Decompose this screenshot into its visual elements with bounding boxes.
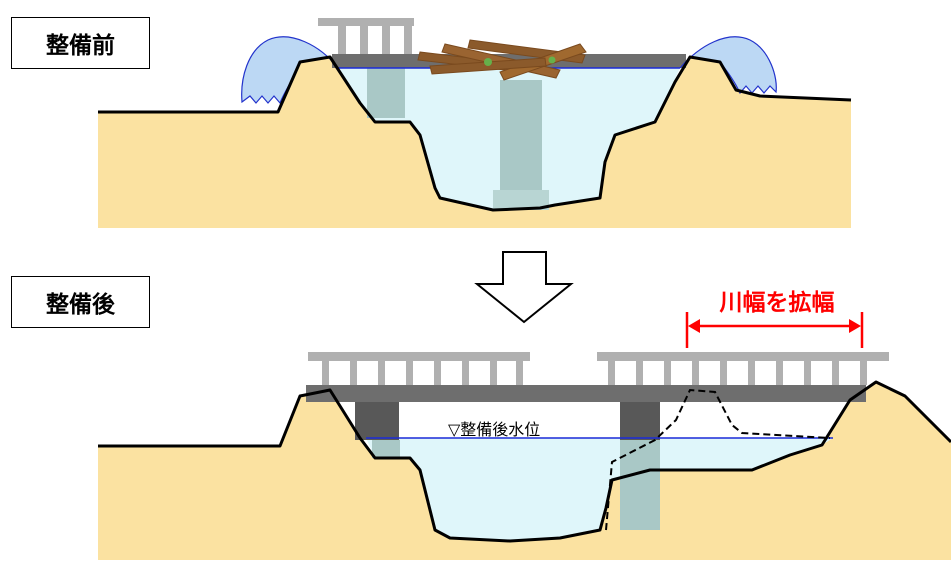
after-railing-left [308,352,530,385]
before-ground [98,57,851,228]
overflow-wave-right [679,36,777,95]
after-section [98,312,951,560]
widening-label: 川幅を拡幅 [719,290,835,316]
before-ground-outline [98,55,852,212]
after-water [366,438,833,541]
before-pier-left [367,68,405,118]
before-pier-base [493,190,549,210]
before-label-box: 整備前 [11,17,150,69]
before-pier-center [500,80,542,190]
water-level-label: ▽整備後水位 [448,420,541,439]
after-ground [98,382,951,560]
before-railing [318,18,414,56]
down-arrow [474,251,574,324]
after-railing-right [597,352,889,385]
old-bank-dashed-line [605,388,831,531]
after-label-box: 整備後 [11,276,150,328]
after-bridge-deck [306,385,866,402]
after-pier-right [620,400,660,440]
after-pier-right-submerged [620,440,660,530]
before-section [98,18,852,228]
after-pier-left-submerged [372,440,400,458]
after-ground-outline [98,380,951,543]
after-pier-left [355,400,399,440]
widening-arrow [685,312,864,348]
before-label: 整備前 [46,33,115,59]
debris-logs [417,39,587,81]
after-label: 整備後 [46,292,115,318]
